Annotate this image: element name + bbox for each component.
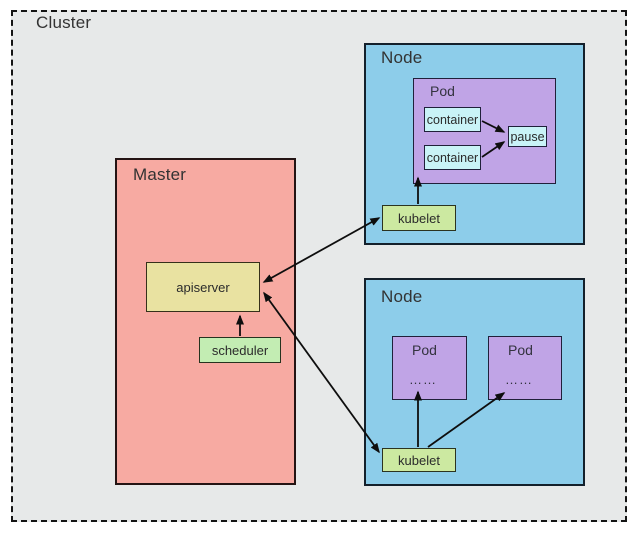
kubelet-1-label: kubelet bbox=[398, 210, 440, 226]
pause-box: pause bbox=[508, 126, 547, 147]
master-label: Master bbox=[133, 165, 187, 184]
container-2-box: container bbox=[424, 145, 481, 170]
pod-b-box bbox=[488, 336, 562, 400]
container-1-box: container bbox=[424, 107, 481, 132]
cluster-label: Cluster bbox=[36, 13, 92, 32]
pod-a-label: Pod bbox=[412, 342, 437, 358]
node-1-pod-label: Pod bbox=[430, 83, 455, 99]
container-1-label: container bbox=[426, 112, 479, 127]
kubelet-1-box: kubelet bbox=[382, 205, 456, 231]
apiserver-box: apiserver bbox=[146, 262, 260, 312]
node-1-label: Node bbox=[381, 48, 423, 67]
pod-b-label: Pod bbox=[508, 342, 533, 358]
pause-label: pause bbox=[510, 129, 545, 144]
kubelet-2-box: kubelet bbox=[382, 448, 456, 472]
scheduler-box: scheduler bbox=[199, 337, 281, 363]
pod-b-dots: …… bbox=[505, 372, 533, 387]
pod-a-dots: …… bbox=[409, 372, 437, 387]
master-box bbox=[115, 158, 296, 485]
apiserver-label: apiserver bbox=[176, 279, 230, 295]
kubelet-2-label: kubelet bbox=[398, 452, 440, 468]
scheduler-label: scheduler bbox=[211, 342, 269, 358]
container-2-label: container bbox=[426, 150, 479, 165]
node-2-label: Node bbox=[381, 287, 423, 306]
pod-a-box bbox=[392, 336, 467, 400]
